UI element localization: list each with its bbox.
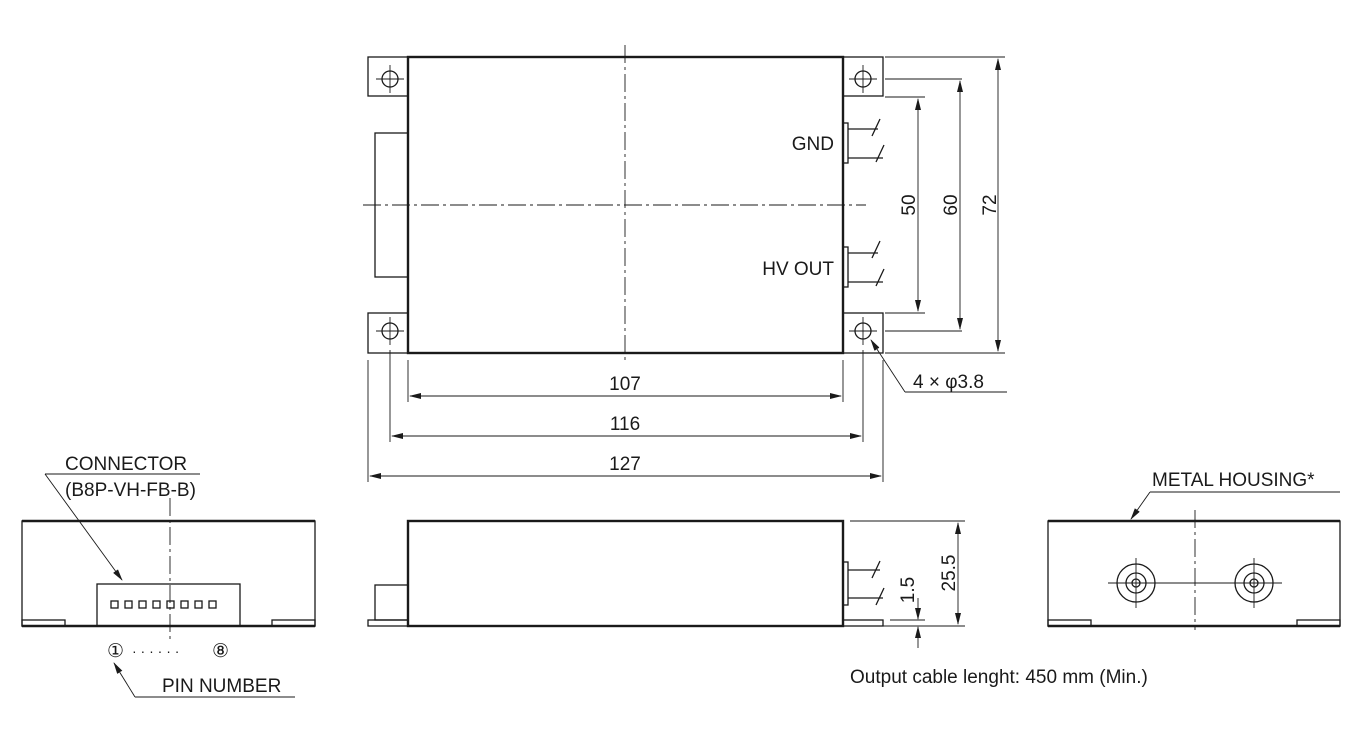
mounting-tab: [367, 56, 409, 97]
hv-terminal-icon: [1116, 558, 1156, 608]
connector-pins: [110, 600, 217, 609]
gnd-label: GND: [792, 134, 834, 155]
dimension-60: 60: [941, 194, 962, 215]
dimension-127: 127: [609, 454, 641, 475]
pin-first: ①: [107, 641, 124, 662]
dimension-72: 72: [980, 194, 1001, 215]
dimension-50: 50: [899, 194, 920, 215]
gnd-cable: [842, 118, 885, 164]
hv-terminal-icon: [1234, 558, 1274, 608]
housing-body: [406, 519, 845, 628]
right-end-view: METAL HOUSING*: [1047, 470, 1341, 630]
pin-last: ⑧: [212, 641, 229, 662]
top-view: GND HV OUT 50 60 72 107 116 127 4 × φ3.8: [363, 45, 1007, 482]
hole-diameter-label: 4 × φ3.8: [913, 372, 984, 393]
dimension-25-5: 25.5: [939, 555, 960, 592]
dimension-116: 116: [610, 414, 640, 435]
mounting-tab: [367, 312, 409, 354]
side-view: 25.5 1.5 Output cable lenght: 450 mm (Mi…: [367, 519, 1148, 688]
mounting-hole-icons: [376, 65, 877, 345]
hv-out-label: HV OUT: [762, 259, 834, 280]
dimension-107: 107: [609, 374, 641, 395]
pin-dots: · · · · · ·: [132, 643, 179, 659]
dimension-1-5: 1.5: [898, 577, 919, 603]
left-end-view: CONNECTOR (B8P-VH-FB-B) ① · · · · · · ⑧ …: [21, 454, 316, 698]
connector-part-label: (B8P-VH-FB-B): [65, 480, 196, 501]
hv-out-cable: [842, 240, 885, 288]
pin-number-label: PIN NUMBER: [162, 676, 281, 697]
connector-label: CONNECTOR: [65, 454, 187, 475]
metal-housing-label: METAL HOUSING*: [1152, 470, 1315, 491]
cable-length-note: Output cable lenght: 450 mm (Min.): [850, 667, 1148, 688]
connector: [96, 583, 241, 627]
